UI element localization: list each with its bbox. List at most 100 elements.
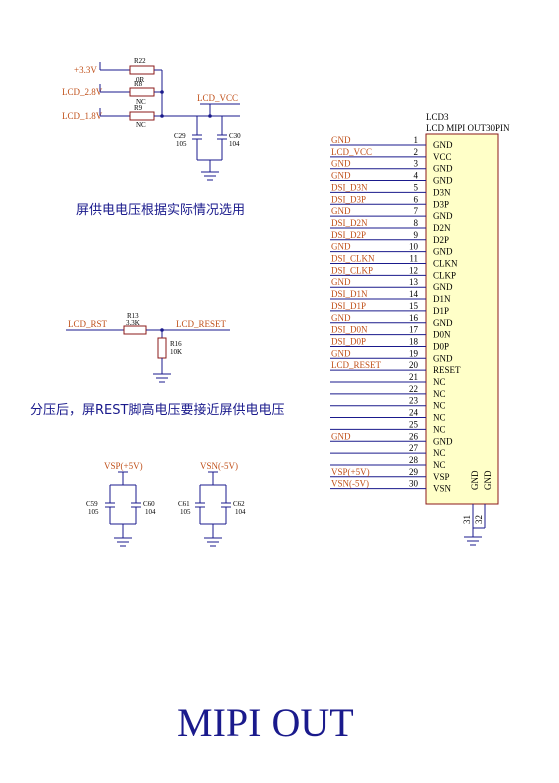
c29-ref: C29 (174, 132, 186, 140)
net-label-lcd-2v8: LCD_2.8V (62, 87, 103, 97)
pin-net-label: DSI_D2P (331, 230, 366, 240)
pin-name: CLKN (433, 259, 458, 269)
pin-number: 10 (409, 242, 419, 252)
connector-ref: LCD3 (426, 112, 449, 122)
r8-value: NC (136, 98, 146, 106)
pin-name: GND (433, 176, 453, 186)
pin-net-label: DSI_CLKP (331, 265, 373, 275)
pin-name: GND (433, 282, 453, 292)
r13-value: 3.3K (126, 319, 140, 327)
pin-number: 9 (414, 230, 419, 240)
pin-name: VSN (433, 484, 452, 494)
net-label-lcd-rst: LCD_RST (68, 319, 108, 329)
pin-net-label: DSI_D1P (331, 301, 366, 311)
power-select-section: +3.3V LCD_2.8V LCD_1.8V R22 0R R8 NC R9 … (62, 57, 245, 218)
resistor-r8 (129, 87, 155, 97)
pin-number: 21 (409, 372, 418, 382)
pin-number: 29 (409, 467, 419, 477)
r22-ref: R22 (134, 57, 146, 65)
pin-name: NC (433, 424, 446, 434)
pin-name: NC (433, 448, 446, 458)
ground-symbol (153, 373, 171, 383)
net-label-lcd-reset: LCD_RESET (176, 319, 227, 329)
pin-net-label: GND (331, 206, 351, 216)
pin-number: 20 (409, 360, 419, 370)
r8-ref: R8 (134, 80, 143, 88)
pin-name: NC (433, 389, 446, 399)
pin-name: D2N (433, 223, 451, 233)
pin-net-label: LCD_RESET (331, 360, 382, 370)
c59-value: 105 (88, 508, 99, 516)
pin-number: 25 (409, 419, 419, 429)
pin-number: 17 (409, 325, 419, 335)
pin-name: VCC (433, 152, 452, 162)
pin-number: 15 (409, 301, 419, 311)
pin-number: 27 (409, 443, 419, 453)
pin-32-name: GND (483, 470, 493, 490)
pin-net-label: GND (331, 135, 351, 145)
pin-name: VSP (433, 472, 450, 482)
pin-name: D0P (433, 341, 449, 351)
connector-body (425, 133, 499, 505)
pin-name: NC (433, 401, 446, 411)
r16-value: 10K (170, 348, 182, 356)
c62-ref: C62 (233, 500, 245, 508)
power-note: 屏供电电压根据实际情况选用 (76, 203, 245, 218)
pin-net-label: GND (331, 431, 351, 441)
c29-value: 105 (176, 140, 187, 148)
c30-ref: C30 (229, 132, 241, 140)
pin-net-label: LCD_VCC (331, 147, 372, 157)
pin-net-label: GND (331, 242, 351, 252)
pin-number: 7 (414, 206, 419, 216)
pin-net-label: GND (331, 348, 351, 358)
pin-number: 24 (409, 408, 419, 418)
pin-number: 11 (409, 254, 418, 264)
pin-net-label: DSI_CLKN (331, 254, 375, 264)
pin-net-label: GND (331, 159, 351, 169)
pin-name: GND (433, 164, 453, 174)
ground-symbol (464, 536, 482, 546)
resistor-r9 (129, 111, 155, 121)
pin-31-name: GND (470, 470, 480, 490)
pin-name: D1N (433, 294, 451, 304)
pin-name: NC (433, 460, 446, 470)
c62-value: 104 (235, 508, 246, 516)
net-label-vsp: VSP(+5V) (104, 461, 143, 471)
pin-32-num: 32 (474, 515, 484, 524)
pin-name: D1P (433, 306, 449, 316)
pin-net-label: GND (331, 313, 351, 323)
r9-value: NC (136, 121, 146, 129)
pin-name: NC (433, 377, 446, 387)
net-label-lcd-vcc: LCD_VCC (197, 93, 238, 103)
pin-number: 19 (409, 348, 419, 358)
pin-number: 6 (414, 194, 419, 204)
pin-net-label: DSI_D0P (331, 336, 366, 346)
pin-number: 26 (409, 431, 419, 441)
pin-number: 22 (409, 384, 418, 394)
c30-value: 104 (229, 140, 240, 148)
pin-net-label: GND (331, 171, 351, 181)
